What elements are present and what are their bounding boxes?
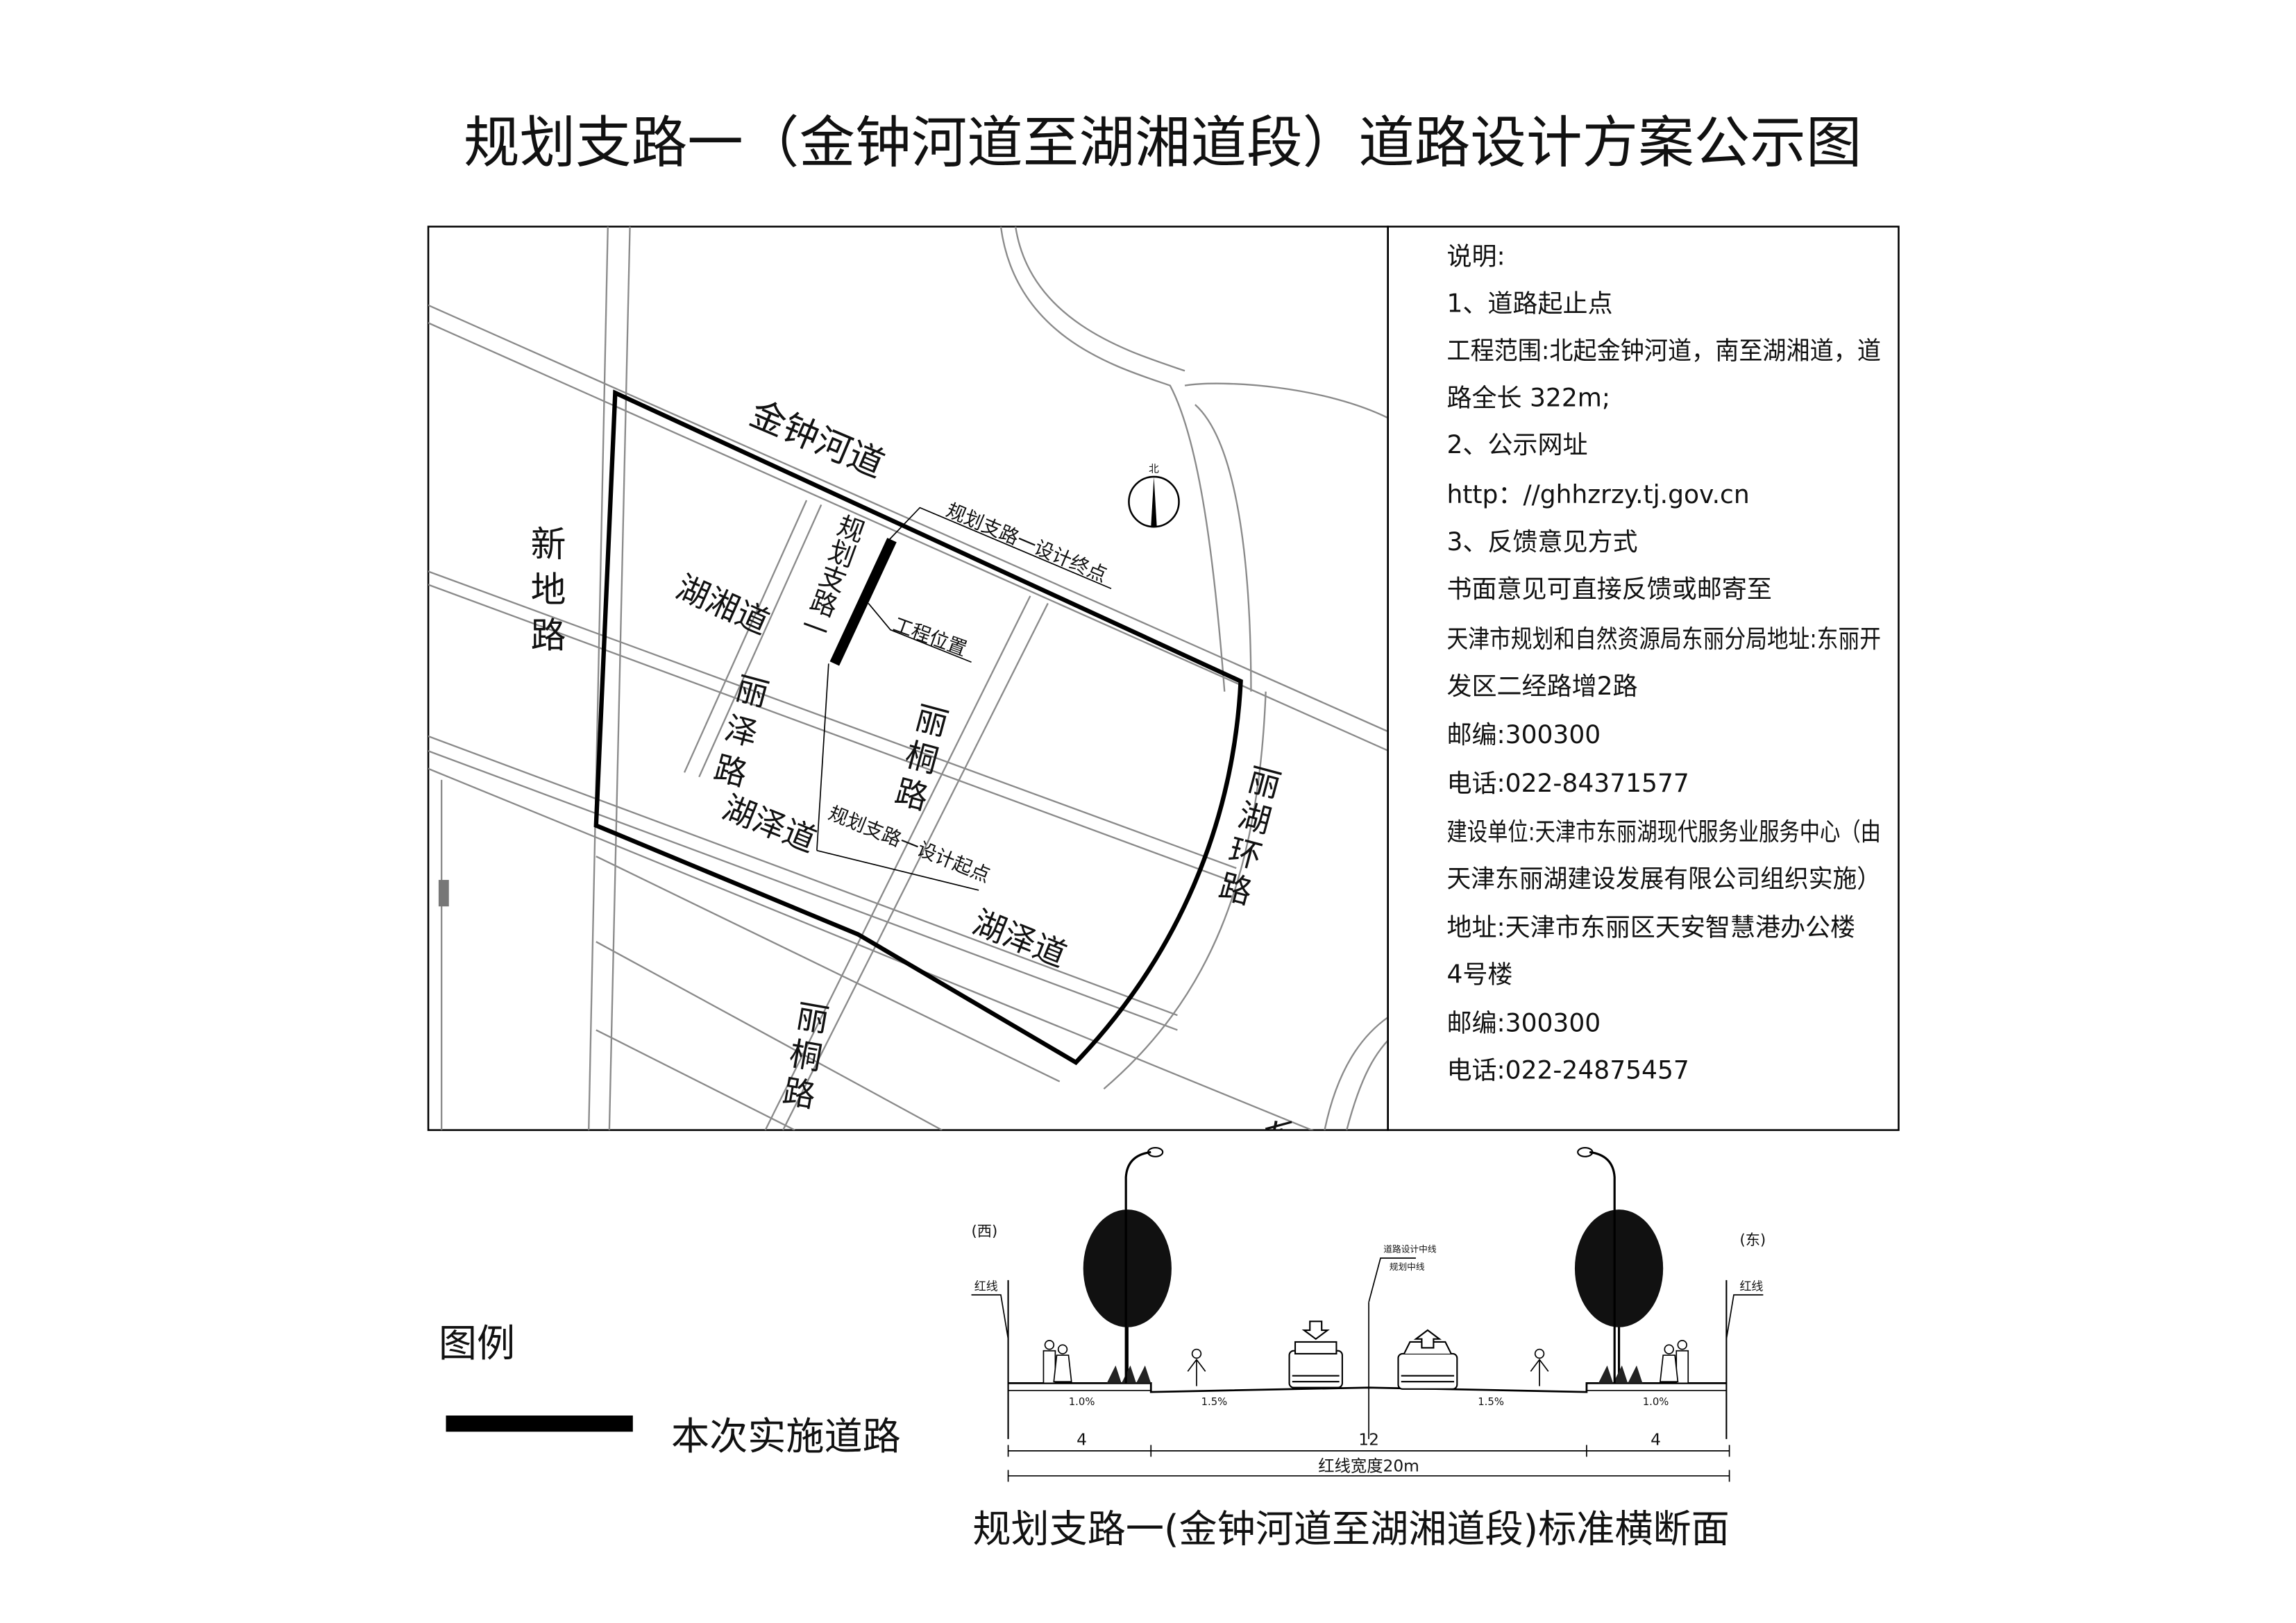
slope-label: 1.0% (1643, 1396, 1669, 1408)
tree-icon (1083, 1209, 1172, 1384)
location-map: 北 金钟河道 新地路 规划支路一 湖湘道 丽泽路 丽桐路 湖泽道 湖泽道 丽湖环… (427, 226, 1389, 1159)
note-line: 电话:022-24875457 (1446, 1056, 1689, 1085)
end-point-annotation: 规划支路一设计终点 (943, 499, 1111, 586)
road-label-xindi: 新地路 (524, 525, 565, 662)
note-line: 发区二经路增2路 (1446, 672, 1637, 701)
north-arrow-icon: 北 (1128, 464, 1180, 528)
road-label-lize: 丽泽路 (704, 669, 772, 798)
design-centerline-label: 道路设计中线 (1383, 1244, 1437, 1255)
east-label: (东) (1739, 1231, 1766, 1248)
note-line: 4号楼 (1446, 961, 1512, 989)
legend-swatch-implemented-road (446, 1415, 633, 1432)
note-line: 天津市规划和自然资源局东丽分局地址:东丽开 (1446, 625, 1881, 654)
note-line: 2、公示网址 (1446, 431, 1587, 459)
pedestrian-icon (1043, 1340, 1689, 1384)
note-line: 1、道路起止点 (1446, 290, 1612, 318)
note-line: 书面意见可直接反馈或邮寄至 (1446, 575, 1771, 604)
note-line: 天津东丽湖建设发展有限公司组织实施） (1446, 865, 1881, 894)
note-line: 3、反馈意见方式 (1446, 528, 1637, 556)
car-icon (1288, 1320, 1343, 1388)
tree-icon (1574, 1209, 1664, 1384)
note-line: 邮编:300300 (1446, 1010, 1601, 1038)
width-label: 4 (1077, 1430, 1087, 1449)
street-lamp-icon (1589, 1150, 1616, 1384)
project-location-annotation: 工程位置 (890, 613, 970, 661)
implemented-road-segment (829, 538, 897, 666)
slope-label: 1.5% (1478, 1396, 1504, 1408)
road-label-jinzhonghe: 金钟河道 (744, 393, 890, 486)
legend-title: 图例 (439, 1322, 515, 1366)
total-width-label: 红线宽度20m (1318, 1457, 1419, 1476)
slope-label: 1.0% (1069, 1396, 1095, 1408)
street-lamp-icon (1124, 1150, 1151, 1384)
note-line: http：//ghhzrzy.tj.gov.cn (1446, 481, 1749, 509)
planning-centerline-label: 规划中线 (1390, 1261, 1425, 1272)
legend: 图例 本次实施道路 (439, 1322, 901, 1459)
project-boundary (593, 389, 1243, 1066)
note-line: 路全长 322m; (1446, 384, 1610, 412)
map-frame (427, 226, 1389, 1131)
road-label-huze-2: 湖泽道 (968, 904, 1072, 975)
red-line-label-right: 红线 (1739, 1280, 1763, 1293)
slope-label: 1.5% (1201, 1396, 1228, 1408)
note-line: 建设单位:天津市东丽湖现代服务业服务中心（由 (1446, 818, 1881, 847)
page-title: 规划支路一（金钟河道至湖湘道段）道路设计方案公示图 (464, 110, 1862, 176)
road-label-huxiang: 湖湘道 (670, 569, 775, 643)
road-label-cut-off: 东 (1261, 1114, 1302, 1159)
road-label-lihuhuan: 丽湖环路 (1210, 760, 1284, 912)
cross-section-caption: 规划支路一(金钟河道至湖湘道段)标准横断面 (972, 1507, 1729, 1552)
red-line-label-left: 红线 (974, 1280, 998, 1293)
svg-text:北: 北 (1149, 464, 1159, 475)
width-label: 12 (1358, 1430, 1379, 1449)
car-icon (1397, 1329, 1458, 1390)
background-roads (428, 226, 1388, 1130)
note-line: 邮编:300300 (1446, 721, 1601, 749)
note-line: 地址:天津市东丽区天安智慧港办公楼 (1446, 914, 1855, 942)
note-line: 说明: (1446, 243, 1505, 271)
cross-section: 红线 红线 (西) (东) 道路设计中线 规划中线 (971, 1146, 1766, 1552)
note-line: 电话:022-84371577 (1446, 770, 1689, 798)
note-line: 工程范围:北起金钟河道，南至湖湘道，道 (1446, 337, 1881, 365)
cyclist-icon (1187, 1348, 1549, 1386)
road-label-litong-south: 丽桐路 (774, 997, 831, 1116)
width-label: 4 (1651, 1430, 1661, 1449)
legend-label: 本次实施道路 (671, 1415, 901, 1459)
road-label-litong: 丽桐路 (886, 699, 952, 819)
west-label: (西) (972, 1222, 998, 1239)
